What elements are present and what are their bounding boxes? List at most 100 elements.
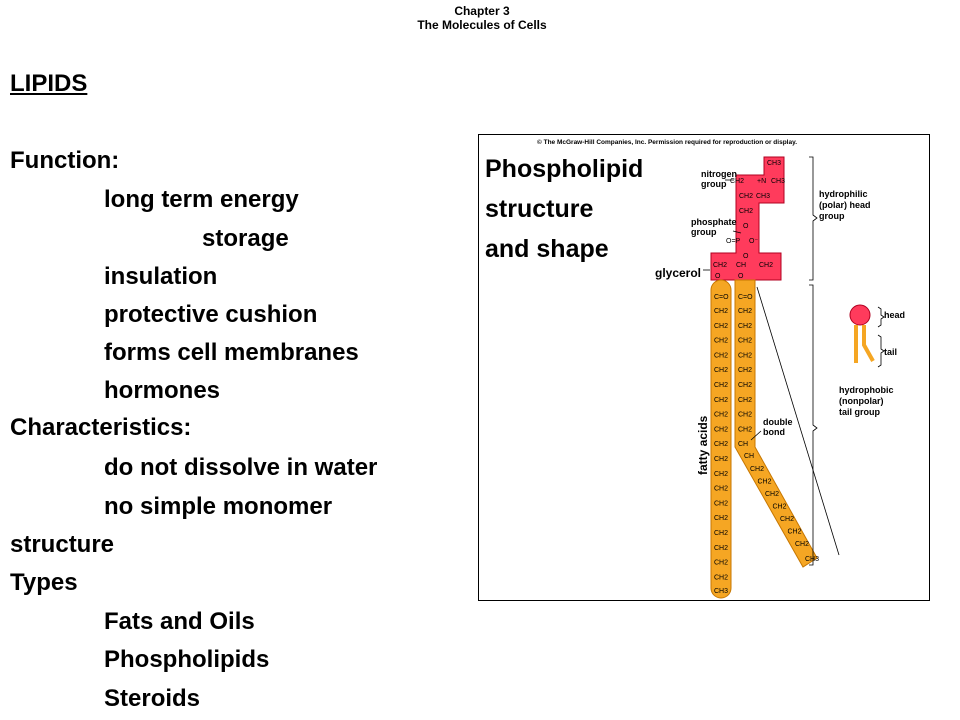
oxygen-2: O — [743, 253, 749, 260]
phosphate-group-label-1: phosphate — [691, 217, 737, 227]
types-label: Types — [10, 569, 78, 596]
tail2-ch2: CH2 — [738, 412, 752, 419]
function-item-5: forms cell membranes — [104, 339, 359, 366]
tail2-ch2: CH2 — [738, 338, 752, 345]
nitrogen-group-label-1: nitrogen — [701, 169, 737, 179]
leader-lines — [703, 156, 885, 566]
function-label: Function: — [10, 147, 120, 174]
methyl-lower: CH3 — [756, 193, 770, 200]
ester-oxygen-2: O — [738, 273, 744, 280]
oxygen-1: O — [743, 223, 749, 230]
tail2-ch-2: CH — [744, 453, 754, 460]
figure-title-line-2: structure — [485, 195, 593, 223]
tail2-ch2: CH2 — [738, 352, 752, 359]
function-item-3: insulation — [104, 263, 218, 290]
methyl-top: CH3 — [767, 160, 781, 167]
tail1-ch2: CH2 — [714, 456, 728, 463]
characteristics-item-2: no simple monomer — [104, 493, 333, 520]
methylene-nitrogen: CH2 — [730, 178, 744, 185]
copyright-notice: © The McGraw-Hill Companies, Inc. Permis… — [537, 138, 797, 146]
ester-oxygen-1: O — [715, 273, 721, 280]
tail2-ch2-bent: CH2 — [765, 491, 779, 498]
tail2-ch2-bent: CH2 — [750, 466, 764, 473]
function-item-4: protective cushion — [104, 301, 318, 328]
tail1-ch3: CH3 — [714, 588, 728, 595]
tail-label: tail — [884, 347, 897, 357]
hydrophilic-label-1: hydrophilic — [819, 189, 868, 199]
tail1-ch2: CH2 — [714, 338, 728, 345]
tail1-ch2: CH2 — [714, 441, 728, 448]
tail1-ch2: CH2 — [714, 530, 728, 537]
tail2-ch2: CH2 — [738, 426, 752, 433]
phosphorus: O=P — [726, 238, 741, 245]
tail1-ch2: CH2 — [714, 352, 728, 359]
chapter-label: Chapter 3 — [454, 4, 510, 18]
tail1-ch2: CH2 — [714, 426, 728, 433]
tail2-ch2: CH2 — [738, 367, 752, 374]
tail2-ch3: CH3 — [805, 556, 819, 563]
chapter-subtitle: The Molecules of Cells — [417, 18, 547, 32]
tail2-ch2-bent: CH2 — [788, 529, 802, 536]
hydrophilic-label-3: group — [819, 211, 845, 221]
tail1-ch2: CH2 — [714, 574, 728, 581]
tail2-ch2: CH2 — [738, 323, 752, 330]
tail2-ch2-bent: CH2 — [780, 516, 794, 523]
tail1-ch2: CH2 — [714, 545, 728, 552]
nitrogen-plus: +N — [757, 178, 766, 185]
head-label: head — [884, 310, 905, 320]
tail1-carbonyl: C=O — [714, 294, 729, 301]
slide-header: Chapter 3 The Molecules of Cells — [0, 4, 960, 32]
tail2-ch2-bent: CH2 — [773, 504, 787, 511]
tail2-ch2: CH2 — [738, 397, 752, 404]
fatty-acid-tail-1 — [710, 279, 732, 599]
characteristics-item-1: do not dissolve in water — [104, 454, 378, 481]
types-item-2: Phospholipids — [104, 646, 270, 673]
tail1-ch2: CH2 — [714, 397, 728, 404]
glycerol-ch2-right: CH2 — [759, 262, 773, 269]
function-item-1: long term energy — [104, 186, 299, 213]
tail1-ch2: CH2 — [714, 560, 728, 567]
slide-heading: LIPIDS — [10, 70, 88, 97]
hydrophobic-label-1: hydrophobic — [839, 385, 894, 395]
phosphate-group-label-2: group — [691, 227, 717, 237]
tail1-ch2: CH2 — [714, 308, 728, 315]
types-item-1: Fats and Oils — [104, 608, 255, 635]
phospholipid-diagram: © The McGraw-Hill Companies, Inc. Permis… — [485, 138, 905, 599]
fatty-acid-tail-2 — [734, 279, 818, 568]
oxygen-minus: O⁻ — [749, 238, 758, 245]
types-item-3: Steroids — [104, 685, 201, 712]
glycerol-label: glycerol — [655, 266, 701, 280]
hydrophilic-label-2: (polar) head — [819, 200, 871, 210]
characteristics-item-2-wrap: structure — [10, 531, 115, 558]
tail1-ch2: CH2 — [714, 412, 728, 419]
tail2-ch-1: CH — [738, 441, 748, 448]
methylene-head-2: CH2 — [739, 208, 753, 215]
tail1-ch2: CH2 — [714, 486, 728, 493]
methylene-head-1: CH2 — [739, 193, 753, 200]
characteristics-label: Characteristics: — [10, 414, 192, 441]
function-item-6: hormones — [104, 377, 221, 404]
methyl-right: CH3 — [771, 178, 785, 185]
tail2-carbonyl: C=O — [738, 294, 753, 301]
fatty-acids-label: fatty acids — [696, 415, 710, 475]
tail1-ch2: CH2 — [714, 367, 728, 374]
tail1-ch2: CH2 — [714, 500, 728, 507]
phospholipid-figure: © The McGraw-Hill Companies, Inc. Permis… — [478, 134, 930, 601]
head-group-shape — [710, 156, 785, 281]
tail2-ch2: CH2 — [738, 382, 752, 389]
tail2-ch2: CH2 — [738, 308, 752, 315]
figure-title-line-1: Phospholipid — [485, 155, 643, 183]
hydrophobic-label-3: tail group — [839, 407, 880, 417]
glycerol-ch: CH — [736, 262, 746, 269]
tail1-ch2: CH2 — [714, 323, 728, 330]
tail2-ch2-bent: CH2 — [795, 541, 809, 548]
tail2-ch2-bent: CH2 — [758, 479, 772, 486]
tail1-ch2: CH2 — [714, 515, 728, 522]
figure-title-line-3: and shape — [485, 235, 609, 263]
tail1-ch2: CH2 — [714, 471, 728, 478]
phospholipid-icon — [849, 304, 875, 363]
double-bond-label-1: double — [763, 417, 793, 427]
glycerol-ch2-left: CH2 — [713, 262, 727, 269]
tail1-ch2: CH2 — [714, 382, 728, 389]
double-bond-label-2: bond — [763, 427, 785, 437]
